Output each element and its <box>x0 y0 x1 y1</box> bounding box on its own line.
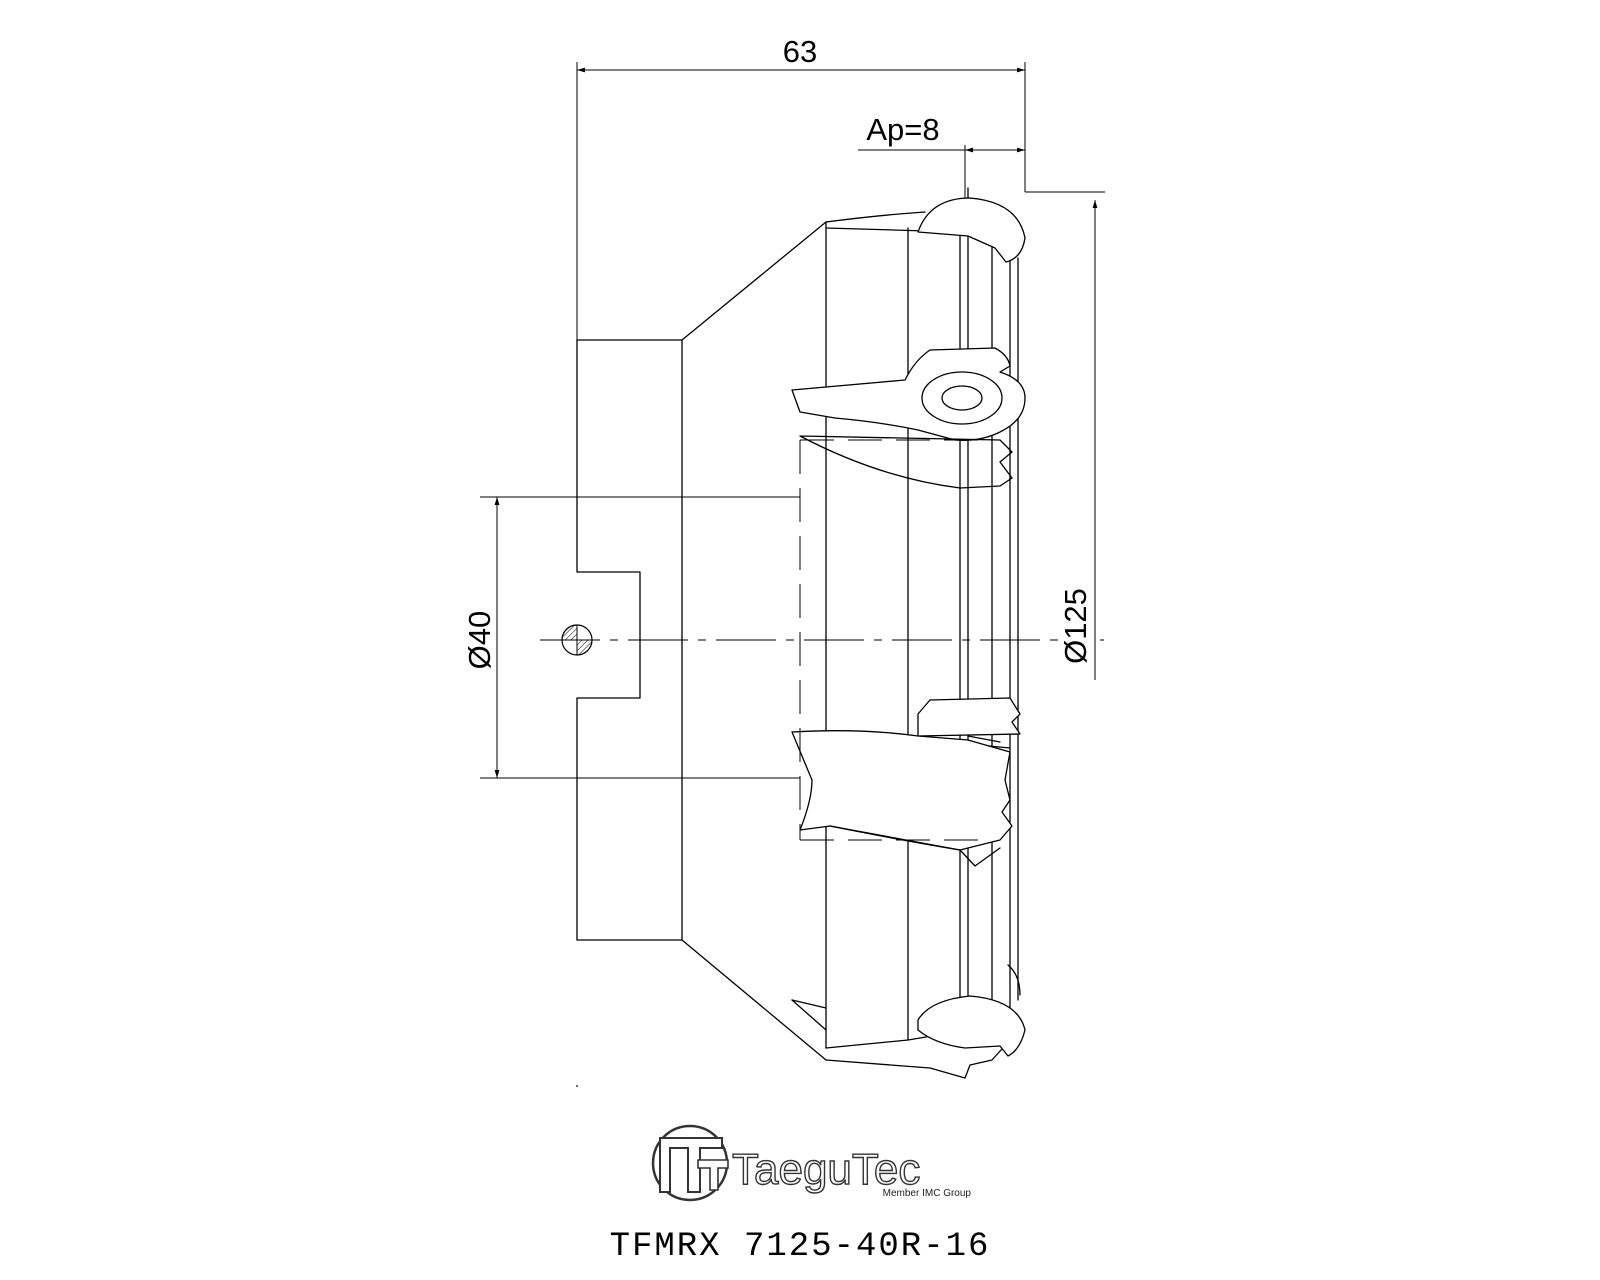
insert-lower <box>791 730 1013 867</box>
cutter-body <box>576 211 1019 1079</box>
logo-tagline: Member IMC Group <box>883 1188 972 1199</box>
bore-diameter-label: Ø40 <box>462 611 497 670</box>
insert-bottom <box>791 964 1026 1057</box>
overall-length-label: 63 <box>783 34 817 69</box>
insert-center <box>917 697 1021 749</box>
dimension-bore-diameter: Ø40 <box>462 496 800 779</box>
logo-wordmark: TaeguTec <box>732 1145 920 1194</box>
insert-top <box>917 187 1026 263</box>
model-code: TFMRX 7125-40R-16 <box>609 1228 991 1266</box>
hidden-lines <box>480 439 990 841</box>
taegutec-emblem-icon <box>651 1124 729 1202</box>
center-mark-symbol <box>561 624 593 656</box>
taegutec-logo: TaeguTec Member IMC Group <box>651 1124 972 1202</box>
dimension-depth-of-cut: Ap=8 <box>858 112 1025 205</box>
depth-of-cut-label: Ap=8 <box>866 112 939 147</box>
dimension-cutter-diameter: Ø125 <box>1058 200 1104 680</box>
insert-upper <box>791 347 1026 489</box>
dimension-overall-length: 63 <box>576 34 1105 340</box>
cutter-diameter-label: Ø125 <box>1058 588 1093 664</box>
